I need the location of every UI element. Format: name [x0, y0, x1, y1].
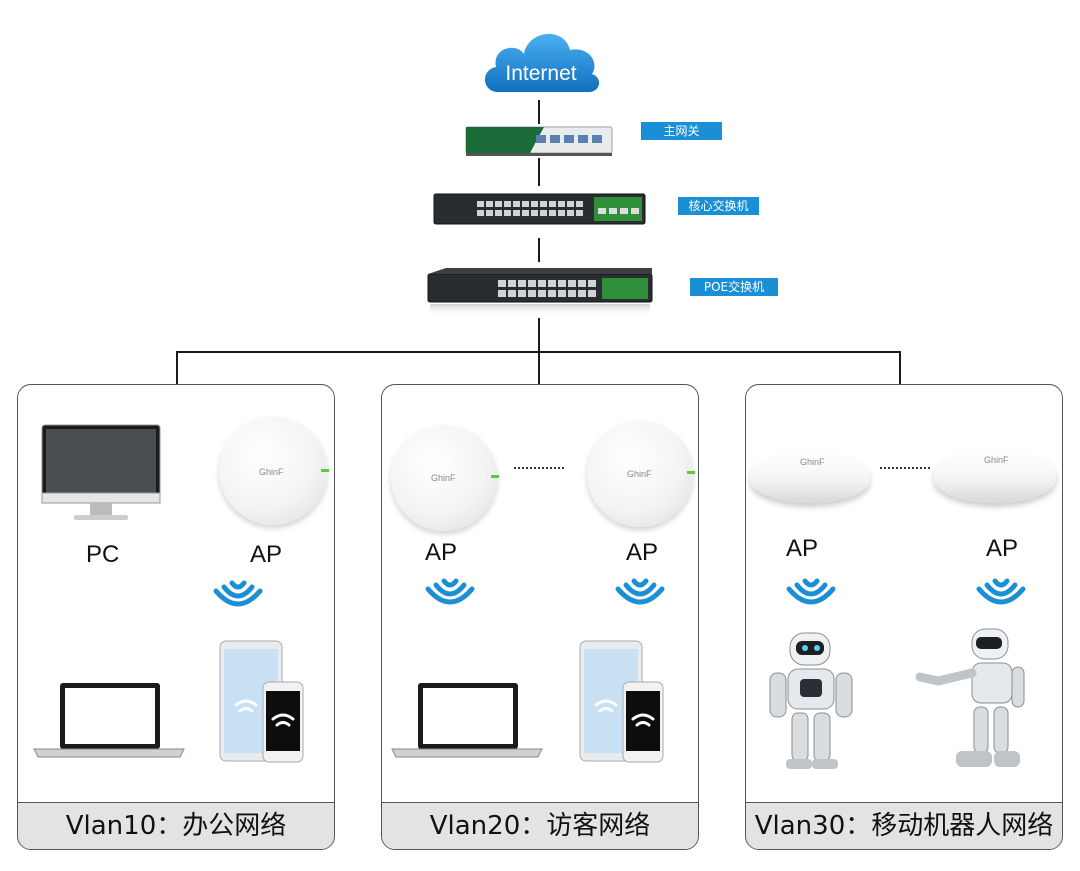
ap-device: GhinF	[219, 417, 329, 525]
laptop-icon	[30, 681, 188, 761]
core-switch-device	[432, 190, 647, 228]
ap-device: GhinF	[587, 421, 695, 527]
vlan10-footer: Vlan10：办公网络	[18, 802, 334, 849]
ap-label-right: AP	[626, 539, 659, 566]
ap-label-right: AP	[986, 535, 1019, 562]
ap-brand-text: GhinF	[627, 469, 652, 479]
ap-label-left: AP	[786, 535, 819, 562]
ap-brand-text: GhinF	[800, 457, 825, 467]
ap-status-led	[491, 475, 499, 478]
laptop-icon	[388, 681, 546, 761]
phone-icon	[262, 681, 304, 763]
link-bus-vlan20	[538, 351, 540, 385]
vlan30-panel: GhinF GhinF AP AP	[745, 384, 1063, 850]
pc-label: PC	[86, 541, 120, 568]
tablet-icon	[578, 639, 644, 763]
ap-status-led	[687, 471, 695, 474]
gateway-tag: 主网关	[641, 122, 722, 140]
ap-device: GhinF	[391, 425, 499, 531]
vlan20-footer: Vlan20：访客网络	[382, 802, 698, 849]
ap-device: GhinF	[750, 451, 870, 503]
link-gateway-core	[538, 158, 540, 186]
wifi-signal-icon	[210, 573, 266, 617]
dotted-connector	[880, 467, 930, 469]
link-internet-gateway	[538, 100, 540, 124]
ap-device: GhinF	[934, 449, 1056, 503]
ap-brand-text: GhinF	[431, 473, 456, 483]
wifi-signal-icon	[422, 571, 478, 615]
gateway-device	[464, 125, 614, 158]
pc-monitor-icon	[40, 423, 162, 523]
dotted-connector	[514, 467, 564, 469]
core-switch-tag: 核心交换机	[678, 197, 759, 215]
internet-cloud: Internet	[476, 18, 606, 100]
link-poe-bus	[538, 318, 540, 352]
vlan20-panel: GhinF GhinF AP AP	[381, 384, 699, 850]
poe-switch-tag: POE交换机	[690, 278, 778, 296]
poe-switch-device	[426, 266, 654, 318]
internet-label: Internet	[505, 62, 577, 85]
ap-label: AP	[250, 541, 283, 568]
ap-brand-text: GhinF	[984, 455, 1009, 465]
ap-status-led	[321, 469, 329, 472]
robot-icon	[762, 629, 862, 775]
wifi-signal-icon	[783, 571, 839, 615]
phone-icon	[622, 681, 664, 763]
vlan10-panel: PC GhinF AP	[17, 384, 335, 850]
wifi-signal-icon	[973, 571, 1029, 615]
link-core-poe	[538, 238, 540, 262]
ap-brand-text: GhinF	[259, 467, 284, 477]
wifi-signal-icon	[612, 571, 668, 615]
ap-label-left: AP	[425, 539, 458, 566]
robot-icon	[912, 625, 1028, 775]
link-bus-vlan30	[899, 351, 901, 385]
link-bus-vlan10	[176, 351, 178, 385]
vlan30-footer: Vlan30：移动机器人网络	[746, 802, 1062, 849]
